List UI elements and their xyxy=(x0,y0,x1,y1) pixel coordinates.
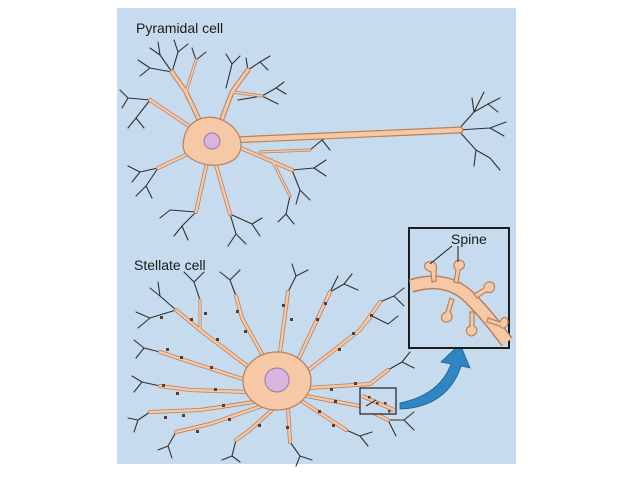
stellate-nucleus xyxy=(264,367,290,393)
pyramidal-cell xyxy=(119,39,507,247)
pyramidal-nucleus xyxy=(203,132,221,150)
spine-label: Spine xyxy=(451,231,487,247)
curved-arrow-icon xyxy=(399,343,471,410)
stellate-spines xyxy=(160,302,373,433)
pyramidal-dendrite-tips xyxy=(119,39,507,247)
stellate-dendrite-tips xyxy=(127,263,415,467)
pyramidal-cell-label: Pyramidal cell xyxy=(136,20,224,36)
pyramidal-dendrites-fill xyxy=(148,59,463,216)
stellate-cell xyxy=(127,263,415,467)
spine-selection-box xyxy=(359,387,397,415)
stellate-cell-label: Stellate cell xyxy=(134,257,206,273)
spine-inset xyxy=(408,227,513,349)
